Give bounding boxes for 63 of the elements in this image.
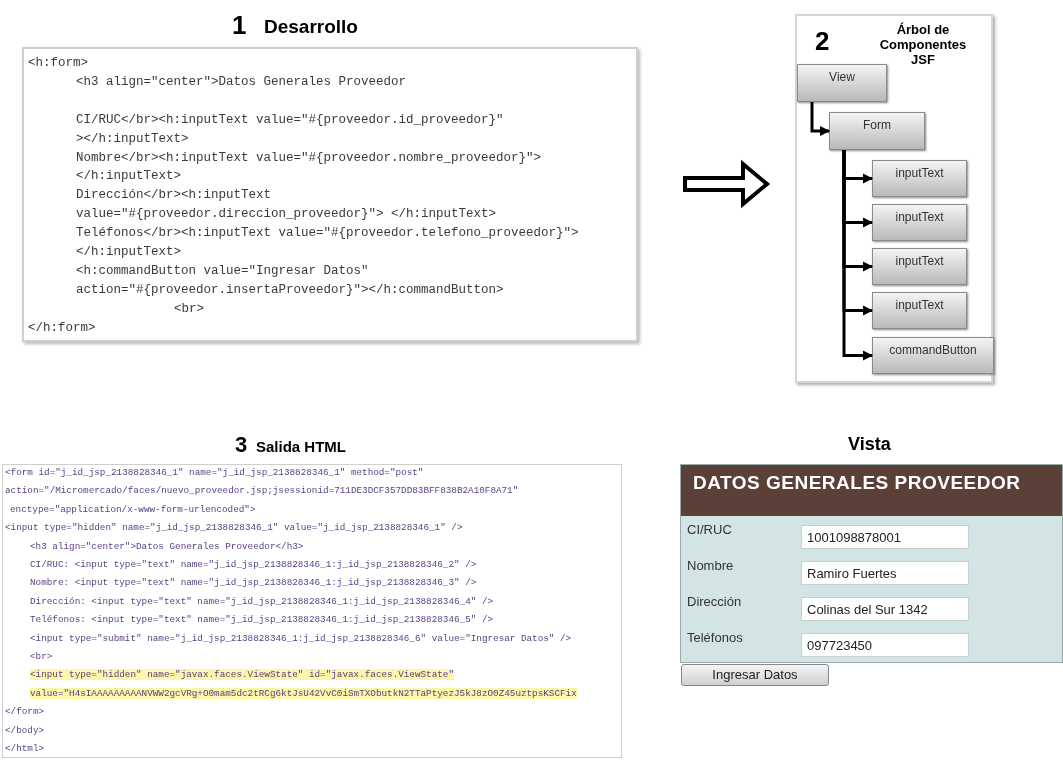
section-number: 2 bbox=[815, 26, 830, 57]
code-line: Teléfonos</br><h:inputText value="#{proveedor.telefono_proveedor}"> bbox=[76, 226, 579, 241]
code-line: Dirección</br><h:inputText bbox=[76, 188, 272, 203]
code-line: <h3 align="center">Datos Generales Proveedor bbox=[76, 74, 407, 89]
component-box bbox=[872, 248, 967, 285]
component-box bbox=[872, 337, 994, 374]
component-label: inputText bbox=[894, 298, 945, 312]
section-heading: Salida HTML bbox=[256, 438, 346, 455]
component-box bbox=[872, 204, 967, 241]
arrow bbox=[810, 102, 831, 137]
component-label: inputText bbox=[894, 210, 945, 224]
component-box bbox=[797, 64, 887, 102]
component-box bbox=[829, 112, 925, 150]
component-label: Form bbox=[862, 118, 892, 132]
code-line: <input type="submit" name="j_id_jsp_2138828346_1:j_id_jsp_2138828346_6" value="Ingresar Datos" /> bbox=[30, 632, 572, 644]
section-number: 3 bbox=[235, 432, 248, 458]
input-field: 097723450 bbox=[801, 633, 969, 657]
code-line: <input type="hidden" name="j_id_jsp_2138828346_1" value="j_id_jsp_2138828346_1" /> bbox=[5, 522, 463, 534]
panel-title: Árbol de Componentes JSF bbox=[878, 22, 968, 67]
code-line: </form> bbox=[5, 706, 45, 718]
code-line: </html> bbox=[5, 743, 45, 754]
code-line: CI/RUC: <input type="text" name="j_id_jsp_2138828346_1:j_id_jsp_2138828346_2" /> bbox=[30, 559, 477, 570]
field-label: Dirección bbox=[687, 594, 742, 609]
code-line: Nombre</br><h:inputText value="#{proveedor.nombre_proveedor}"> bbox=[76, 150, 542, 165]
code-line: <h3 align="center">Datos Generales Proveedor</h3> bbox=[30, 540, 304, 552]
component-box bbox=[872, 292, 967, 329]
input-field: 1001098878001 bbox=[801, 525, 969, 549]
section-heading: Desarrollo bbox=[264, 16, 358, 38]
field-label: Nombre bbox=[687, 558, 734, 573]
field-label: CI/RUC bbox=[687, 522, 732, 537]
code-line: ></h:inputText> bbox=[76, 131, 189, 146]
section-number: 1 bbox=[232, 10, 247, 41]
code-line: <h:form> bbox=[28, 56, 88, 70]
code-line: <h:commandButton value="Ingresar Datos" bbox=[76, 263, 369, 278]
code-line: enctype="application/x-www-form-urlencoded"> bbox=[10, 503, 256, 515]
code-line: <br> bbox=[30, 651, 53, 662]
component-label: commandButton bbox=[888, 343, 978, 357]
code-line: Dirección: <input type="text" name="j_id_jsp_2138828346_1:j_id_jsp_2138828346_4" /> bbox=[30, 595, 494, 607]
code-line: <form id="j_id_jsp_2138828346_1" name="j_id_jsp_2138828346_1" method="post" bbox=[5, 467, 424, 478]
arrow bbox=[842, 150, 874, 361]
component-box bbox=[872, 160, 967, 197]
component-label: inputText bbox=[894, 254, 945, 268]
code-line: Nombre: <input type="text" name="j_id_jsp_2138828346_1:j_id_jsp_2138828346_3" /> bbox=[30, 577, 477, 589]
block-arrow bbox=[683, 159, 771, 209]
component-label: inputText bbox=[894, 166, 945, 180]
component-label: View bbox=[828, 70, 856, 84]
input-field: Ramiro Fuertes bbox=[801, 561, 969, 585]
code-line: CI/RUC</br><h:inputText value="#{proveedor.id_proveedor}" bbox=[76, 112, 504, 127]
code-line: </body> bbox=[5, 724, 45, 736]
input-field: Colinas del Sur 1342 bbox=[801, 597, 969, 621]
form-title: DATOS GENERALES PROVEEDOR bbox=[693, 472, 1021, 494]
code-line: </h:inputText> bbox=[76, 245, 182, 259]
code-line: </h:inputText> bbox=[76, 169, 182, 184]
submit-button: Ingresar Datos bbox=[681, 664, 829, 686]
code-line: <br> bbox=[174, 301, 204, 316]
section-heading: Vista bbox=[848, 434, 891, 455]
code-line: value="#{proveedor.direccion_proveedor}"> </h:inputText> bbox=[76, 207, 497, 222]
field-label: Teléfonos bbox=[687, 630, 743, 645]
code-line: action="/Micromercado/faces/nuevo_proveedor.jsp;jsessionid=711DE3DCF357DD83BFF838B2A10F8A71" bbox=[5, 485, 519, 497]
code-line: Teléfonos: <input type="text" name="j_id_jsp_2138828346_1:j_id_jsp_2138828346_5" /> bbox=[30, 614, 494, 626]
tree-panel bbox=[795, 14, 993, 383]
code-line: action="#{proveedor.insertaProveedor}"></h:commandButton> bbox=[76, 282, 504, 297]
code-line: </h:form> bbox=[28, 320, 96, 335]
